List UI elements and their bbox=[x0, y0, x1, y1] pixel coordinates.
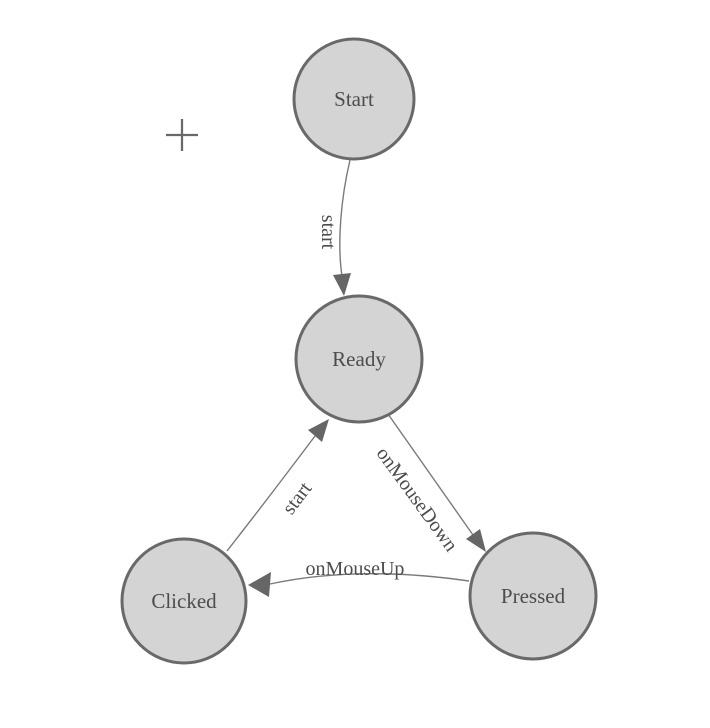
arrowhead-icon bbox=[333, 273, 351, 296]
edge-ready-to-pressed[interactable]: onMouseDown bbox=[372, 413, 486, 556]
edge-line[interactable] bbox=[269, 572, 470, 585]
edge-label: onMouseUp bbox=[306, 558, 405, 580]
edge-line[interactable] bbox=[387, 413, 474, 536]
edge-label: start bbox=[317, 215, 339, 250]
edge-clicked-to-ready[interactable]: start bbox=[226, 419, 329, 552]
node-start[interactable]: Start bbox=[292, 37, 416, 161]
edge-pressed-to-clicked[interactable]: onMouseUp bbox=[248, 558, 470, 597]
edge-line[interactable] bbox=[226, 435, 316, 552]
edge-start-to-ready[interactable]: start bbox=[317, 159, 351, 296]
node-ready[interactable]: Ready bbox=[294, 294, 424, 424]
state-circle[interactable] bbox=[294, 294, 424, 424]
state-circle[interactable] bbox=[120, 537, 248, 665]
arrowhead-icon bbox=[248, 572, 271, 597]
edge-label: start bbox=[278, 478, 317, 519]
node-label: Start bbox=[334, 87, 374, 111]
state-circle[interactable] bbox=[292, 37, 416, 161]
node-label: Ready bbox=[332, 347, 386, 371]
node-label: Clicked bbox=[151, 589, 217, 613]
add-state-icon[interactable] bbox=[166, 119, 198, 151]
state-circle[interactable] bbox=[468, 531, 598, 661]
arrowhead-icon bbox=[308, 419, 329, 442]
node-label: Pressed bbox=[501, 584, 566, 608]
arrowhead-icon bbox=[466, 529, 486, 552]
edge-line[interactable] bbox=[339, 159, 351, 277]
node-clicked[interactable]: Clicked bbox=[120, 537, 248, 665]
node-pressed[interactable]: Pressed bbox=[468, 531, 598, 661]
